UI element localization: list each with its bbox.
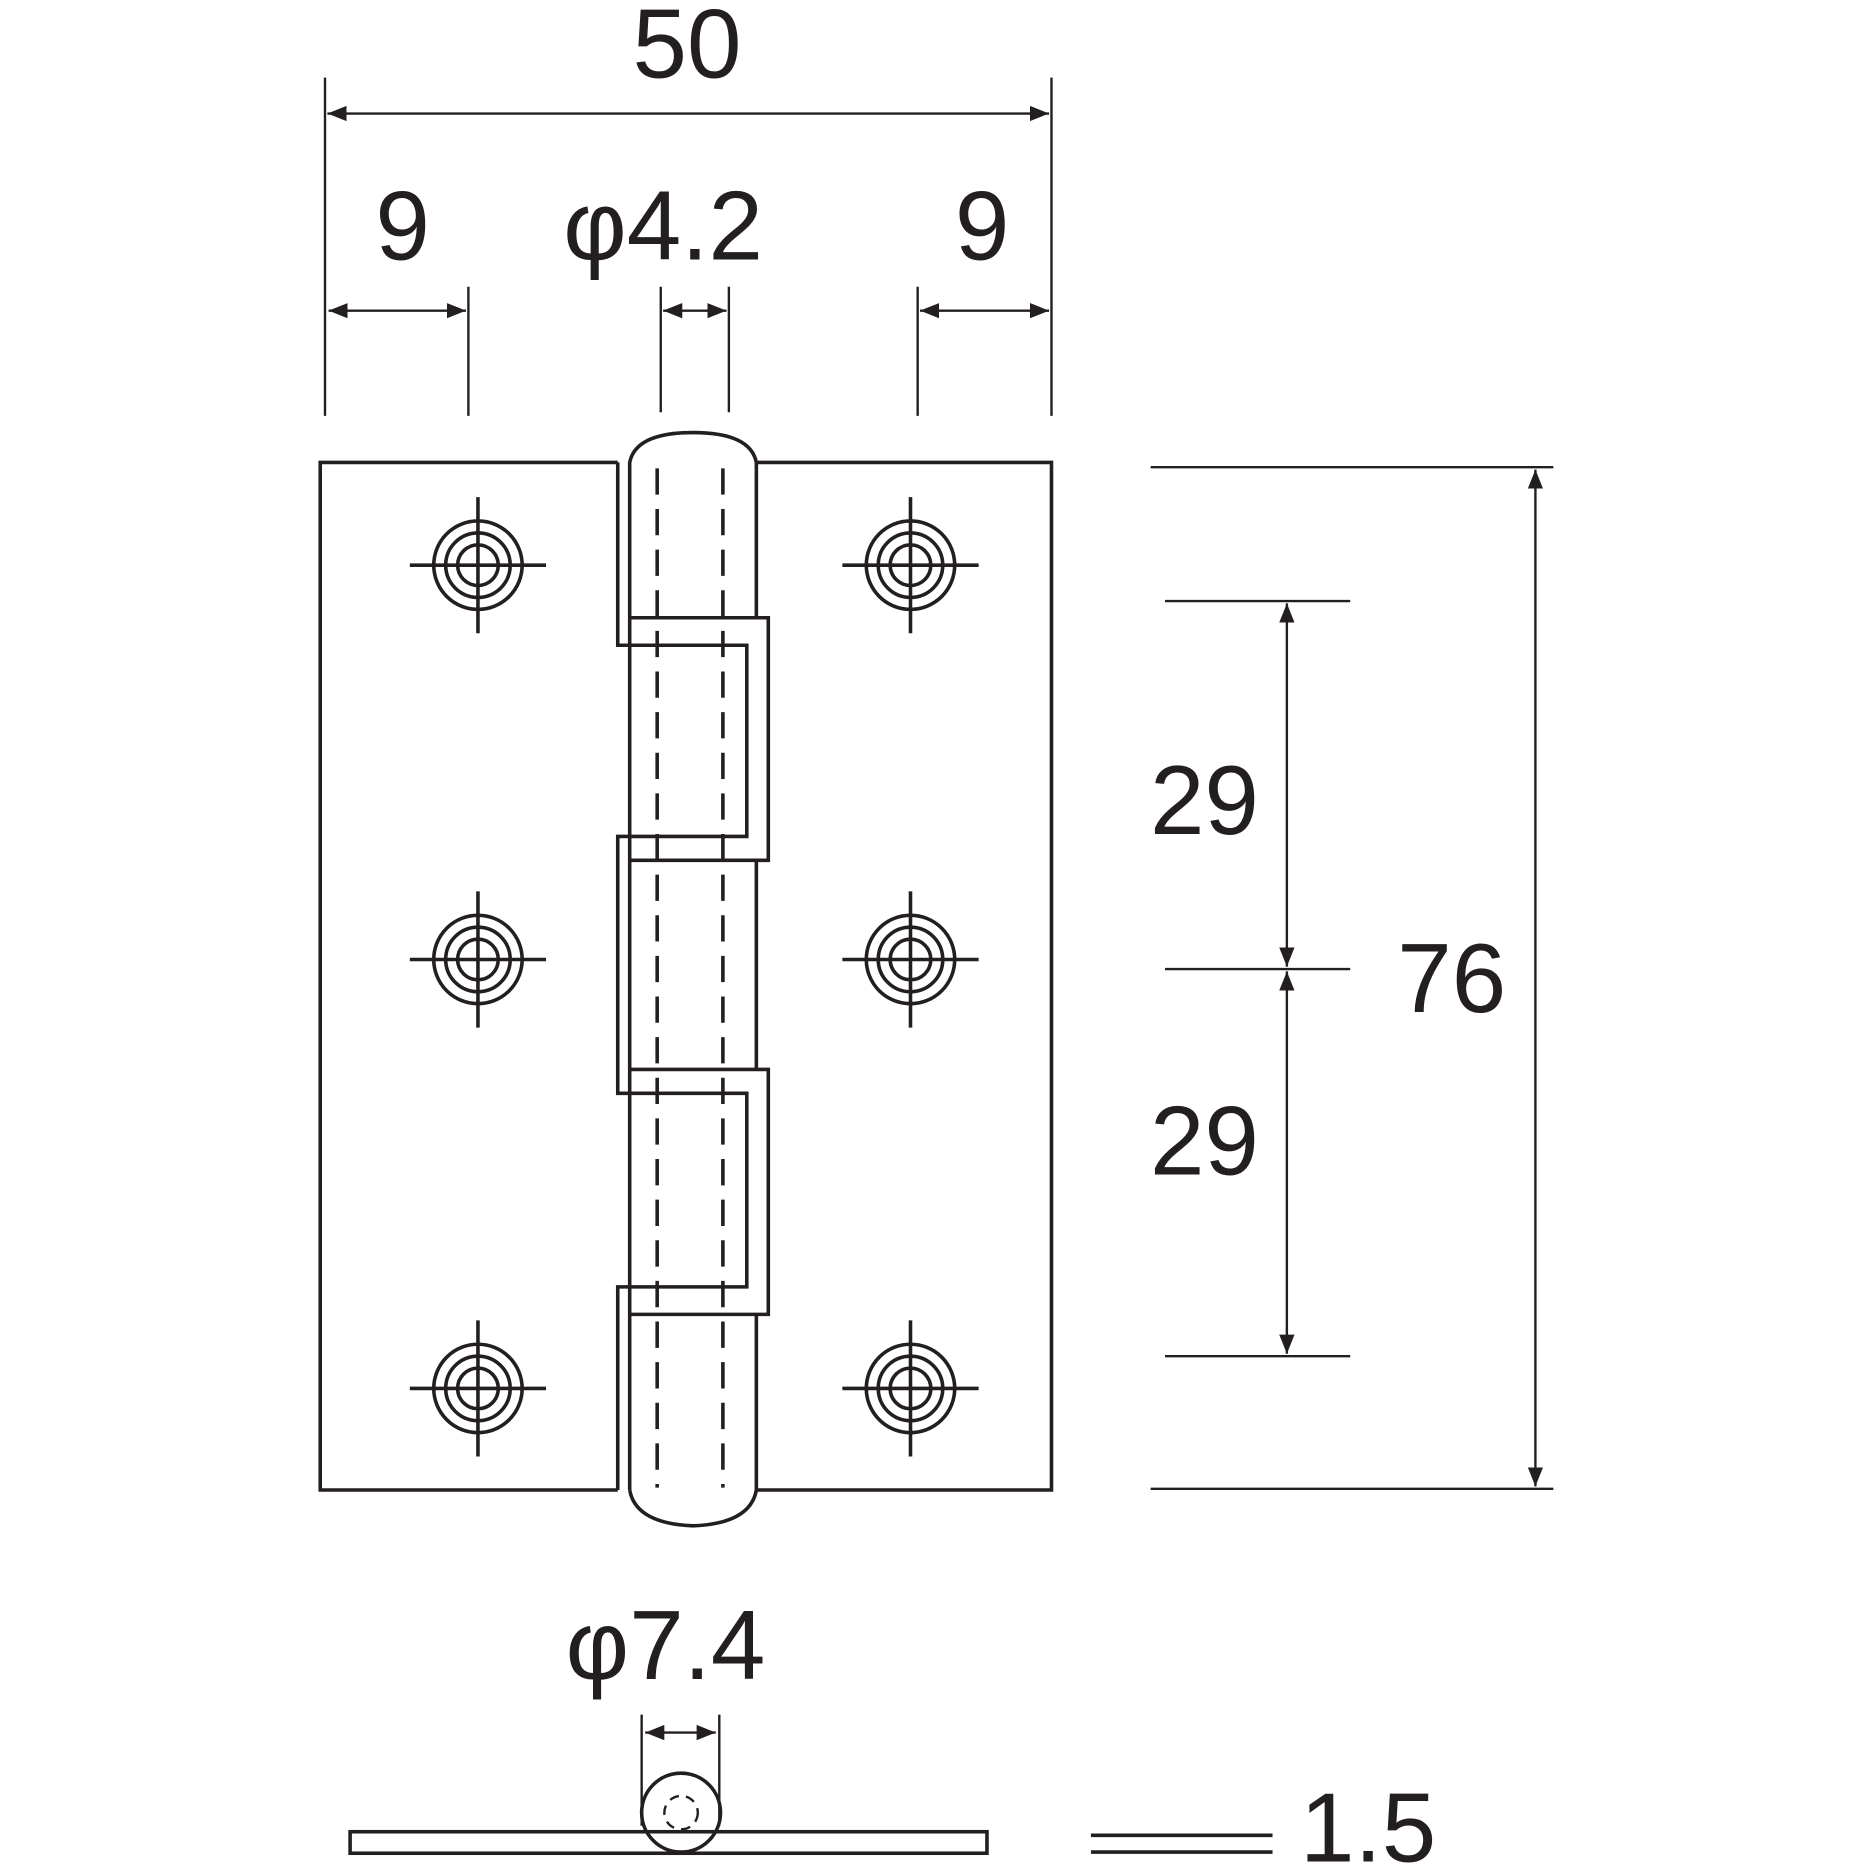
pitch-lower-label: 29 [1150,1086,1259,1196]
countersunk-hole [842,497,979,634]
width-label: 50 [633,0,742,99]
countersunk-hole [842,891,979,1028]
knuckle-diameter-label: φ7.4 [566,1590,766,1700]
countersunk-hole [409,1320,547,1457]
countersunk-hole [842,1320,979,1457]
offset-left-label: 9 [375,170,429,280]
height-label: 76 [1397,923,1506,1033]
countersunk-hole [409,891,547,1028]
countersunk-hole [409,497,547,634]
thickness-label: 1.5 [1300,1773,1436,1864]
width-dimension: 50 [323,0,1053,416]
pitch-upper-label: 29 [1150,745,1259,855]
pin-diameter-dimension: φ4.2 [563,170,763,413]
pin-diameter-label: φ4.2 [563,170,763,280]
hole-offset-left-dimension: 9 [328,170,470,416]
hole-offset-right-dimension: 9 [916,170,1050,416]
height-dimensions: 29 29 76 [1150,466,1554,1491]
screw-holes [409,497,979,1457]
hinge-end-view: φ7.4 1.5 [348,1590,1436,1864]
hinge-front-view [318,430,1054,1528]
offset-right-label: 9 [955,170,1010,280]
